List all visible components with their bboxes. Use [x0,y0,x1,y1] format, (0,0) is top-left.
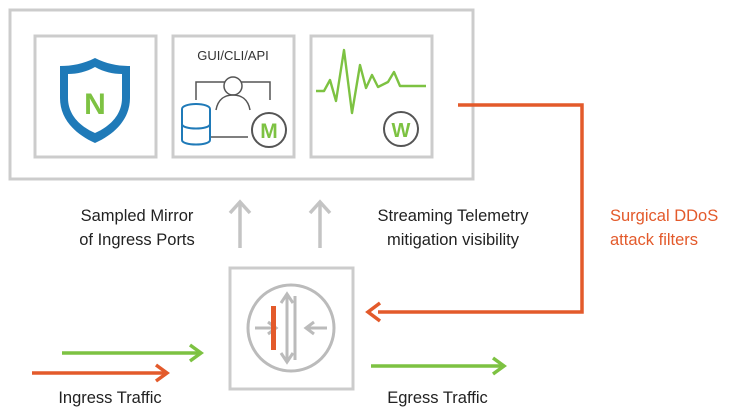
shield-icon: N [60,58,130,143]
surgical-filters-line-2: attack filters [610,231,699,249]
database-user-icon: M [181,76,287,148]
sampled-mirror-line-1: Sampled Mirror [80,207,194,225]
streaming-telemetry-label: Streaming Telemetry mitigation visibilit… [343,204,563,252]
tool-m-title: GUI/CLI/API [197,48,269,63]
tool-w-letter: W [392,120,411,142]
ingress-orange-arrow [32,363,170,383]
mitigation-feedback-arrow [365,103,584,323]
waveform-icon: W [316,48,426,147]
tool-w[interactable]: W [309,34,434,159]
mirror-up-arrow [228,199,252,248]
surgical-filters-line-1: Surgical DDoS [610,207,719,225]
egress-green-arrow [371,356,507,376]
telemetry-up-arrow [308,199,332,248]
ingress-green-arrow [62,343,204,363]
sampled-mirror-label: Sampled Mirror of Ingress Ports [52,204,222,252]
egress-traffic-label: Egress Traffic [387,389,488,407]
surgical-filters-label: Surgical DDoS attack filters [610,204,718,252]
tool-m[interactable]: GUI/CLI/API M [171,34,296,159]
sampled-mirror-line-2: of Ingress Ports [79,231,195,249]
ingress-traffic-label: Ingress Traffic [58,389,162,407]
router[interactable] [228,266,355,391]
tool-m-letter: M [260,120,278,143]
tool-n[interactable]: N [33,34,158,159]
streaming-telemetry-line-2: mitigation visibility [386,231,520,249]
router-icon [246,283,336,373]
streaming-telemetry-line-1: Streaming Telemetry [377,207,529,225]
tool-n-letter: N [84,88,106,121]
